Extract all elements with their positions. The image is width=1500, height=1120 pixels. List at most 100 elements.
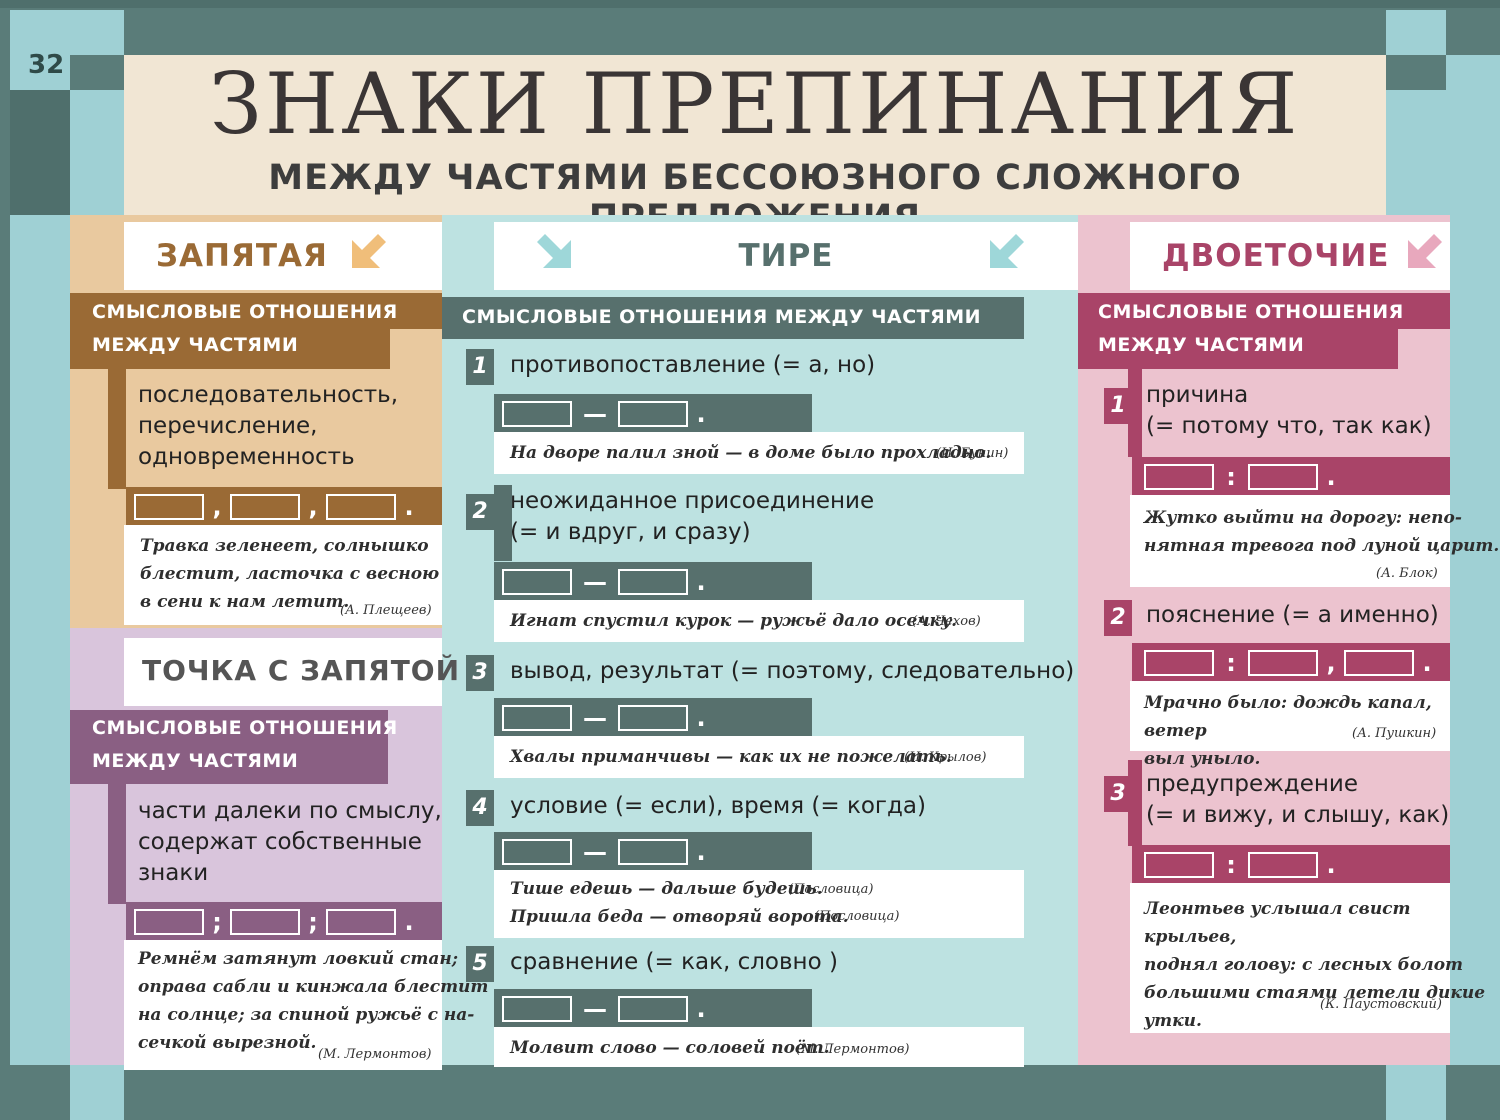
checker-tile [70,1065,124,1120]
meaning-line: содержат собственные [138,829,422,855]
colon-example-box [1130,681,1450,751]
item-number: 4 [466,790,494,826]
clause-box [1144,852,1214,878]
scheme-sep: — [583,704,607,732]
clause-box [230,909,300,935]
item-number: 1 [1104,388,1132,424]
dash-item-term: противопоставление (= а, но) [510,352,876,378]
checker-tile [70,10,124,55]
dash-side-bar [494,485,512,561]
colon-example: Жутко выйти на дорогу: непо- нятная трев… [1144,504,1499,560]
example-line: оправа сабли и кинжала блестит [138,977,489,997]
clause-box [502,839,572,865]
semicolon-example-box [124,940,442,1070]
dash-scheme: —. [494,698,812,736]
dash-band-line: СМЫСЛОВЫЕ ОТНОШЕНИЯ МЕЖДУ ЧАСТЯМИ [462,306,982,328]
clause-box [618,401,688,427]
clause-box [326,494,396,520]
term-line: предупреждение [1146,771,1358,797]
colon-band-line: СМЫСЛОВЫЕ ОТНОШЕНИЯ [1098,301,1404,323]
dash-scheme: —. [494,832,812,870]
item-number: 5 [466,946,494,982]
example-line: Жутко выйти на дорогу: непо- [1144,508,1462,528]
dash-item-term: условие (= если), время (= когда) [510,793,926,819]
term-line: (= и вижу, и слышу, как) [1146,802,1450,828]
meaning-line: знаки [138,860,209,886]
clause-box [618,839,688,865]
example-line: Леонтьев услышал свист крыльев, [1144,899,1411,947]
dash-item-term: вывод, результат (= поэтому, следователь… [510,658,1075,684]
scheme-sep: . [696,995,706,1023]
example-line: выл уныло. [1144,749,1261,769]
example-line: Пришла беда — отворяй ворота. [510,907,849,927]
dash-scheme: —. [494,989,812,1027]
dash-example: Тише едешь — дальше будешь. Пришла беда … [510,875,849,931]
scheme-sep: . [696,568,706,596]
colon-author: (А. Пушкин) [1352,726,1437,741]
dash-example-box [494,432,1024,474]
example-line: Мрачно было: дождь капал, ветер [1144,693,1432,741]
clause-box [1248,852,1318,878]
colon-band-line: МЕЖДУ ЧАСТЯМИ [1098,334,1305,356]
example-line: нятная тревога под луной царит. [1144,536,1500,556]
clause-box [618,996,688,1022]
clause-box [326,909,396,935]
semicolon-band-line: СМЫСЛОВЫЕ ОТНОШЕНИЯ [92,717,398,739]
term-line: (= и вдруг, и сразу) [510,519,751,545]
clause-box [230,494,300,520]
clause-box [1144,650,1214,676]
item-number: 3 [466,655,494,691]
item-number: 2 [1104,600,1132,636]
scheme-sep: — [583,838,607,866]
comma-band-line: СМЫСЛОВЫЕ ОТНОШЕНИЯ [92,301,398,323]
clause-box [1144,464,1214,490]
clause-box [502,705,572,731]
colon-heading-box [1130,222,1450,290]
meaning-line: части далеки по смыслу, [138,798,442,824]
checker-tile [1386,1065,1446,1120]
semicolon-band [70,710,388,784]
example-line: большими стаями летели дикие [1144,983,1486,1003]
comma-heading-box [124,222,442,290]
dash-scheme: —. [494,562,812,600]
semicolon-example: Ремнём затянут ловкий стан; оправа сабли… [138,945,488,1057]
scheme-sep: — [583,995,607,1023]
term-line: неожиданное присоединение [510,488,875,514]
scheme-sep: . [404,493,414,521]
meaning-line: последовательность, [138,382,399,408]
dash-example-box [494,736,1024,778]
item-number: 2 [466,494,494,530]
dash-example: Молвит слово — соловей поёт. [510,1038,830,1058]
scheme-sep: . [404,908,414,936]
dash-heading: ТИРЕ [738,238,834,274]
dash-author: (И. Крылов) [904,750,987,765]
semicolon-author: (М. Лермонтов) [318,1047,432,1062]
colon-author: (А. Блок) [1376,566,1438,581]
example-line: на солнце; за спиной ружьё с на- [138,1005,475,1025]
example-line: Травка зеленеет, солнышко [140,536,429,556]
comma-side-bar [108,369,126,489]
colon-example: Леонтьев услышал свист крыльев, поднял г… [1144,895,1500,1035]
arrow-down-left-icon [1398,234,1442,278]
scheme-sep: — [583,568,607,596]
dash-author: (И. Бунин) [936,446,1009,461]
colon-heading: ДВОЕТОЧИЕ [1162,238,1390,274]
dash-example-box [494,1027,1024,1067]
example-line: утки. [1144,1011,1202,1031]
comma-band [70,293,442,329]
scheme-sep: . [696,400,706,428]
example-line: в сени к нам летит. [140,592,350,612]
checker-tile [10,215,70,1065]
colon-band [1078,329,1398,369]
checker-tile [10,90,70,215]
colon-item-term: причина (= потому что, так как) [1146,380,1432,442]
colon-example-box [1130,883,1450,1033]
example-line: блестит, ласточка с весною [140,564,440,584]
comma-example: Травка зеленеет, солнышко блестит, ласто… [140,532,439,616]
meaning-line: перечисление, [138,413,318,439]
arrow-down-left-icon [980,234,1024,278]
comma-example-box [124,525,442,625]
checker-tile [1386,10,1446,55]
colon-item-term: предупреждение (= и вижу, и слышу, как) [1146,769,1449,831]
scheme-sep: — [583,400,607,428]
